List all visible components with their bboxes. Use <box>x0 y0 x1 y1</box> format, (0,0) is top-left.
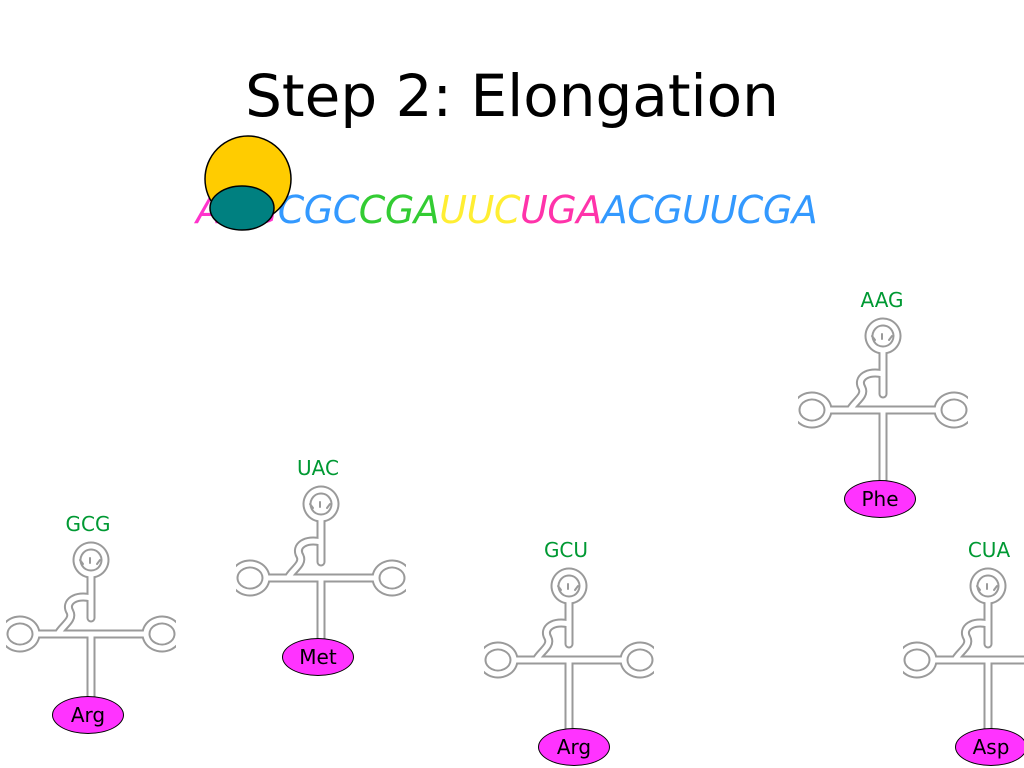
trna-5[interactable]: CUA Asp <box>903 538 1024 768</box>
trna-3-cloverleaf <box>484 567 654 735</box>
trna-3-amino-acid: Arg <box>538 728 610 766</box>
trna-4[interactable]: AAG Phe <box>798 288 968 518</box>
ribosome[interactable] <box>200 134 296 234</box>
trna-3-anticodon: GCU <box>543 538 589 562</box>
mrna-codon-4: UUC <box>439 188 520 232</box>
trna-5-cloverleaf <box>903 567 1024 735</box>
trna-4-anticodon: AAG <box>860 288 904 312</box>
trna-1-amino-acid: Arg <box>52 696 124 734</box>
mrna-codon-rest: ACGUUCGA <box>601 188 818 232</box>
slide-title: Step 2: Elongation <box>245 62 779 130</box>
trna-outline-inner <box>903 569 1024 733</box>
trna-outline-inner <box>6 543 176 707</box>
trna-anticodon-ticks <box>309 501 331 509</box>
trna-anticodon-ticks <box>79 557 101 565</box>
trna-outline-inner <box>798 319 968 483</box>
ribosome-small-subunit <box>209 185 275 231</box>
trna-2[interactable]: UAC Met <box>236 456 406 686</box>
trna-4-amino-acid: Phe <box>844 480 916 518</box>
trna-anticodon-ticks <box>976 583 998 591</box>
mrna-codon-3: CGA <box>358 188 440 232</box>
trna-2-anticodon: UAC <box>297 456 339 480</box>
mrna-sequence: AUGCGCCGAUUCUGAACGUUCGA <box>196 188 818 232</box>
trna-4-cloverleaf <box>798 317 968 485</box>
trna-1-anticodon: GCG <box>65 512 111 536</box>
trna-2-cloverleaf <box>236 485 406 653</box>
trna-anticodon-ticks <box>871 333 893 341</box>
trna-2-amino-acid: Met <box>282 638 354 676</box>
trna-1[interactable]: GCG Arg <box>6 512 176 742</box>
trna-5-amino-acid: Asp <box>955 728 1024 766</box>
mrna-codon-5: UGA <box>519 188 602 232</box>
trna-outline-inner <box>484 569 654 733</box>
trna-3[interactable]: GCU Arg <box>484 538 654 768</box>
trna-anticodon-ticks <box>557 583 579 591</box>
trna-outline-inner <box>236 487 406 651</box>
trna-1-cloverleaf <box>6 541 176 709</box>
mrna-codon-2: CGC <box>277 188 360 232</box>
trna-5-anticodon: CUA <box>967 538 1011 562</box>
